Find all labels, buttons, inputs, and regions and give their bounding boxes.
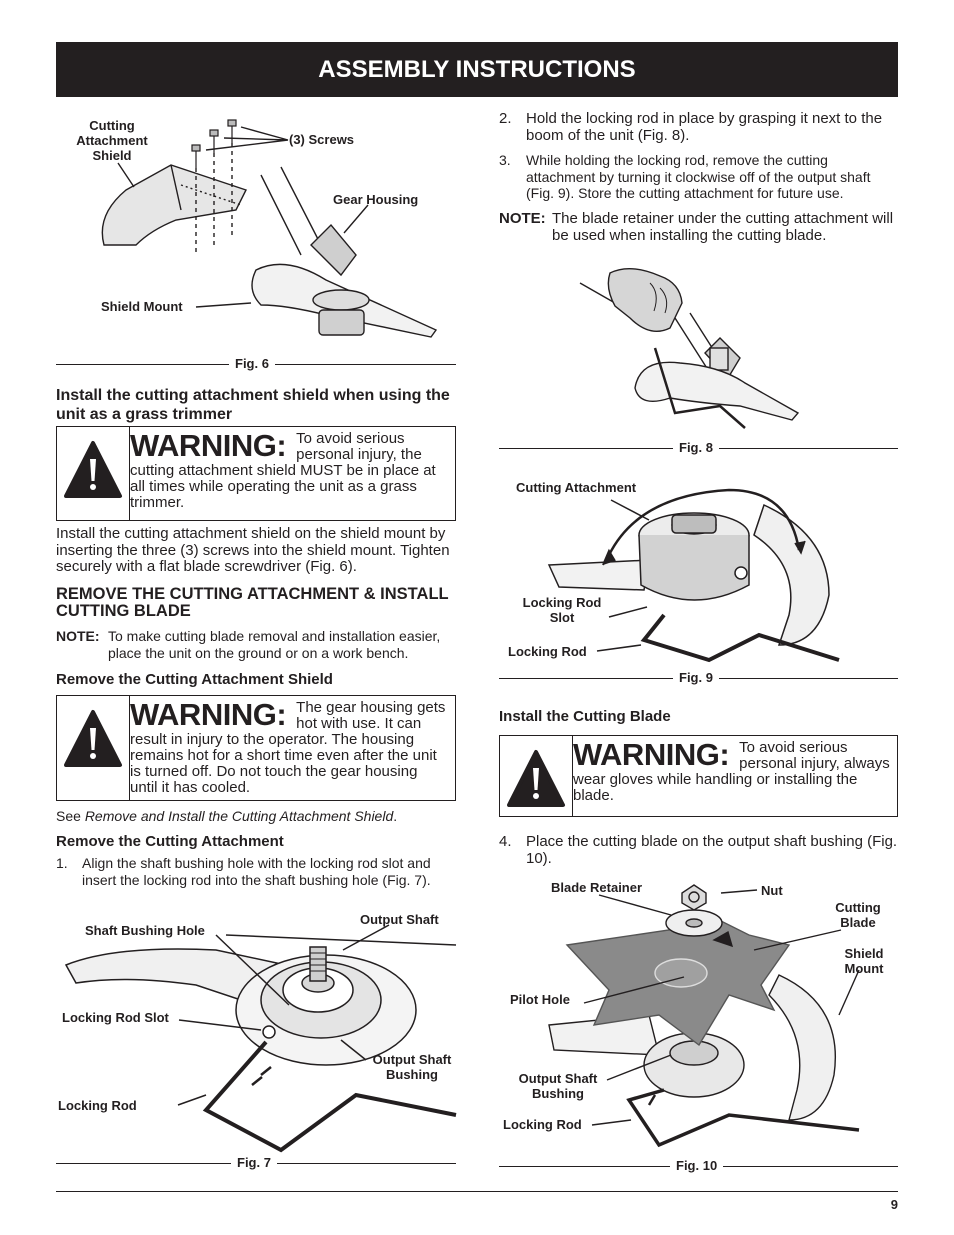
- fig10-label-locking-rod: Locking Rod: [503, 1117, 582, 1132]
- warning-word: WARNING:: [130, 428, 287, 463]
- warning-text-shield: WARNING:To avoid serious personal injury…: [130, 428, 449, 511]
- fig6-illustration: [101, 119, 438, 338]
- fig7-label-locking-rod-slot: Locking Rod Slot: [62, 1010, 169, 1025]
- warning-icon-container: [57, 696, 130, 800]
- fig7-label-output-shaft-bushing: Output Shaft Bushing: [372, 1052, 452, 1082]
- note-text: To make cutting blade removal and instal…: [108, 628, 441, 661]
- fig8-illustration: [579, 268, 800, 429]
- footer-rule: [56, 1191, 898, 1192]
- warning-triangle-icon: [64, 441, 122, 498]
- fig10-caption: Fig. 10: [670, 1158, 724, 1173]
- fig9-caption: Fig. 9: [673, 670, 719, 685]
- step-3: 3. While holding the locking rod, remove…: [499, 152, 898, 202]
- fig7-illustration: [64, 924, 457, 1153]
- note-blade-retainer: NOTE: The blade retainer under the cutti…: [499, 210, 898, 244]
- step-2-number: 2.: [499, 110, 512, 127]
- step-3-number: 3.: [499, 152, 511, 168]
- fig10-label-pilot-hole: Pilot Hole: [510, 992, 570, 1007]
- step-3-text: While holding the locking rod, remove th…: [526, 152, 871, 201]
- warning-box-gear-housing: WARNING:The gear housing gets hot with u…: [56, 695, 456, 801]
- remove-install-heading: REMOVE THE CUTTING ATTACHMENT & INSTALL …: [56, 585, 449, 620]
- step-4-text: Place the cutting blade on the output sh…: [526, 833, 898, 867]
- warning-icon-container: [500, 736, 573, 816]
- step-4: 4. Place the cutting blade on the output…: [499, 833, 898, 867]
- fig7-label-shaft-bushing-hole: Shaft Bushing Hole: [85, 923, 205, 938]
- fig10-label-blade-retainer: Blade Retainer: [551, 880, 643, 895]
- fig10-label-shield-mount: Shield Mount: [844, 946, 884, 976]
- install-shield-heading: Install the cutting attachment shield wh…: [56, 387, 450, 423]
- warning-message: To avoid serious personal injury, always…: [573, 739, 890, 804]
- fig10-label-cutting-blade: Cutting Blade: [835, 900, 881, 930]
- fig10-illustration: [548, 884, 860, 1148]
- step-2: 2. Hold the locking rod in place by gras…: [499, 110, 898, 144]
- warning-message: The gear housing gets hot with use. It c…: [130, 699, 446, 796]
- fig6-label-shield-mount: Shield Mount: [101, 299, 183, 314]
- warning-icon-container: [57, 427, 130, 520]
- step-1-number: 1.: [56, 855, 68, 871]
- warning-text-gear-housing: WARNING:The gear housing gets hot with u…: [130, 697, 449, 796]
- see-ref: Remove and Install the Cutting Attachmen…: [84, 808, 394, 824]
- note-key: NOTE:: [56, 628, 100, 644]
- section-title: ASSEMBLY INSTRUCTIONS: [318, 56, 636, 83]
- note-key: NOTE:: [499, 210, 546, 227]
- page-number: 9: [890, 1197, 898, 1212]
- note-workbench: NOTE: To make cutting blade removal and …: [56, 628, 456, 661]
- fig6-label-cutting-attachment-shield: Cutting Attachment Shield: [76, 118, 148, 163]
- warning-message: To avoid serious personal injury, the cu…: [130, 430, 436, 511]
- install-shield-body: Install the cutting attachment shield on…: [56, 525, 450, 575]
- remove-shield-heading: Remove the Cutting Attachment Shield: [56, 671, 333, 688]
- fig10-label-nut: Nut: [761, 883, 783, 898]
- warning-word: WARNING:: [130, 697, 287, 732]
- step-2-text: Hold the locking rod in place by graspin…: [526, 110, 883, 144]
- fig7-label-locking-rod: Locking Rod: [58, 1098, 137, 1113]
- fig9-illustration: [547, 488, 840, 663]
- fig7-caption: Fig. 7: [231, 1155, 277, 1170]
- see-reference: See Remove and Install the Cutting Attac…: [56, 808, 456, 825]
- remove-attachment-heading: Remove the Cutting Attachment: [56, 833, 284, 850]
- warning-box-gloves: WARNING:To avoid serious personal injury…: [499, 735, 898, 817]
- warning-box-shield: WARNING:To avoid serious personal injury…: [56, 426, 456, 521]
- fig6-label-gear-housing: Gear Housing: [333, 192, 419, 207]
- fig10-label-output-shaft-bushing: Output Shaft Bushing: [518, 1071, 598, 1101]
- step-4-number: 4.: [499, 833, 512, 850]
- see-prefix: See: [56, 808, 85, 824]
- fig8-caption: Fig. 8: [673, 440, 719, 455]
- step-1: 1. Align the shaft bushing hole with the…: [56, 855, 456, 888]
- warning-text-gloves: WARNING:To avoid serious personal injury…: [573, 737, 891, 804]
- install-blade-heading: Install the Cutting Blade: [499, 708, 671, 725]
- fig9-label-cutting-attachment: Cutting Attachment: [516, 480, 637, 495]
- warning-triangle-icon: [64, 710, 122, 767]
- see-suffix: .: [393, 808, 398, 824]
- fig6-caption: Fig. 6: [229, 356, 275, 371]
- fig6-label-screws: (3) Screws: [289, 132, 355, 147]
- warning-word: WARNING:: [573, 737, 730, 772]
- warning-triangle-icon: [507, 750, 565, 807]
- section-header: ASSEMBLY INSTRUCTIONS: [56, 42, 898, 97]
- fig9-label-locking-rod: Locking Rod: [508, 644, 587, 659]
- note-text: The blade retainer under the cutting att…: [552, 210, 894, 244]
- fig9-label-locking-rod-slot: Locking Rod Slot: [522, 595, 602, 625]
- step-1-text: Align the shaft bushing hole with the lo…: [82, 855, 431, 888]
- fig7-label-output-shaft: Output Shaft: [360, 912, 439, 927]
